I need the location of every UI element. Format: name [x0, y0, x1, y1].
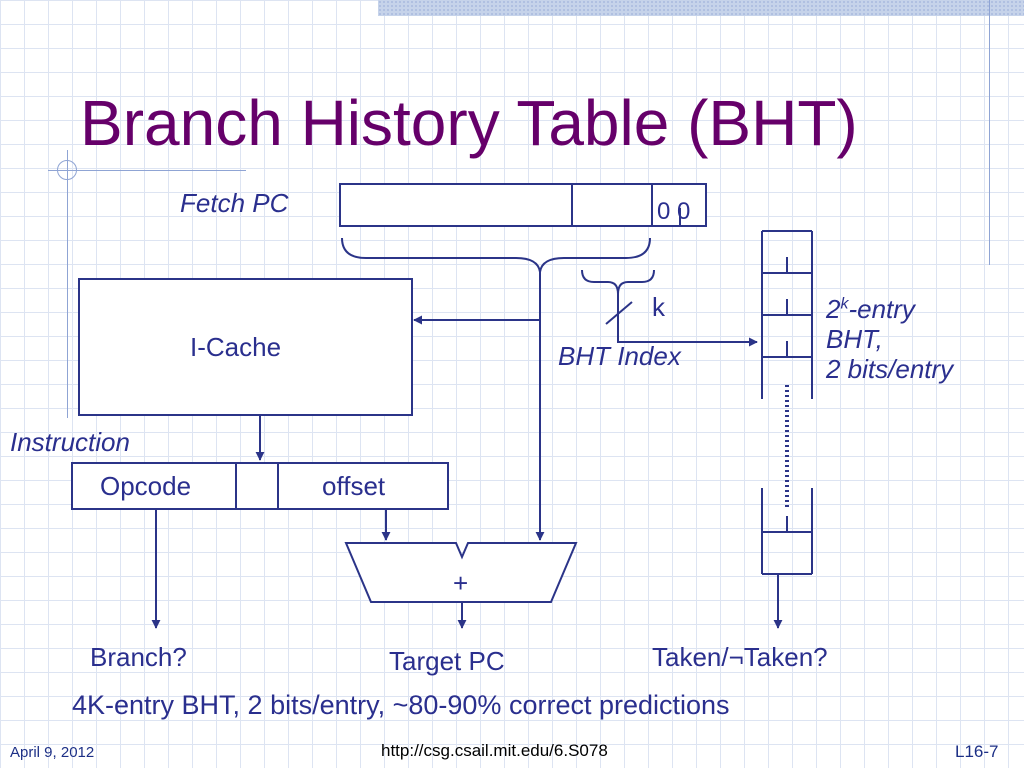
fetch-pc-label: Fetch PC: [180, 188, 289, 218]
bht-desc-base: 2: [826, 294, 841, 324]
adder: [344, 542, 578, 603]
icache-label: I-Cache: [190, 332, 282, 362]
pc-brace: [341, 237, 651, 273]
k-slash: [605, 301, 633, 325]
instruction-label: Instruction: [10, 427, 130, 457]
bht-desc-rest: -entry: [848, 294, 915, 324]
opcode-label: Opcode: [100, 471, 192, 501]
adder-label: +: [453, 568, 469, 598]
branch-label: Branch?: [90, 642, 187, 672]
icache-box: [78, 278, 413, 416]
decorative-circle: [57, 160, 77, 180]
target-pc-label: Target PC: [389, 646, 505, 676]
footer-page-number: L16-7: [955, 742, 999, 761]
index-brace: [581, 269, 655, 295]
footer-date: April 9, 2012: [10, 744, 95, 761]
pc-low-bits-label: 0 0: [657, 198, 691, 225]
bht-desc-sup: k: [840, 295, 849, 313]
taken-label: Taken/¬Taken?: [652, 642, 828, 672]
bht-desc-line3: 2 bits/entry: [826, 353, 954, 384]
bht-index-label: BHT Index: [558, 341, 681, 371]
decorative-line: [48, 170, 246, 171]
decorative-line: [989, 0, 990, 265]
fetch-pc-register: [339, 183, 707, 227]
bht-description: 2k-entry BHT, 2 bits/entry: [826, 294, 954, 385]
top-decorative-band: [378, 0, 1024, 16]
footer-url: http://csg.csail.mit.edu/6.S078: [381, 741, 608, 760]
decorative-line: [67, 150, 68, 418]
slide-caption: 4K-entry BHT, 2 bits/entry, ~80-90% corr…: [72, 690, 730, 720]
bht-index-arrow: [617, 294, 758, 347]
instruction-register: [71, 462, 449, 510]
bht-desc-line2: BHT,: [826, 323, 883, 354]
k-label: k: [652, 292, 665, 322]
slide-title: Branch History Table (BHT): [80, 87, 858, 159]
offset-label: offset: [322, 471, 386, 501]
